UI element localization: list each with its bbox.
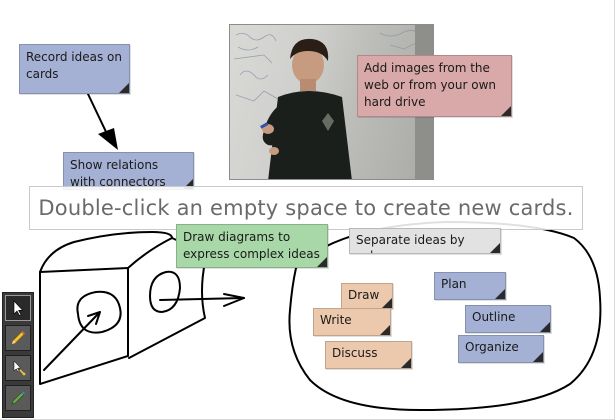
resize-handle[interactable] (490, 243, 500, 253)
card-add-images[interactable]: Add images from the web or from your own… (357, 55, 512, 117)
hint-banner: Double-click an empty space to create ne… (29, 186, 583, 230)
resize-handle[interactable] (317, 257, 327, 267)
resize-handle[interactable] (495, 289, 505, 299)
card-show-relations[interactable]: Show relations with connectors (63, 152, 194, 190)
card-text: Separate ideas by color (356, 233, 465, 253)
resize-handle[interactable] (183, 179, 193, 189)
card-record-ideas[interactable]: Record ideas on cards (19, 44, 130, 94)
resize-handle[interactable] (382, 298, 392, 308)
resize-handle[interactable] (401, 358, 411, 368)
card-organize[interactable]: Organize (458, 335, 544, 363)
card-draw-diagrams[interactable]: Draw diagrams to express complex ideas (176, 224, 328, 268)
card-text: Add images from the web or from your own… (364, 61, 497, 109)
pencil-icon (11, 331, 25, 345)
select-tool-button[interactable] (5, 295, 31, 321)
card-separate-ideas[interactable]: Separate ideas by color (349, 228, 501, 254)
card-text: Plan (441, 277, 467, 291)
card-text: Organize (465, 340, 519, 354)
resize-handle[interactable] (501, 106, 511, 116)
marker-tool-button[interactable] (5, 385, 31, 411)
card-text: Record ideas on cards (26, 50, 122, 81)
card-text: Draw diagrams to express complex ideas (183, 230, 320, 261)
card-text: Show relations with connectors (70, 158, 166, 189)
tool-palette (2, 292, 34, 418)
card-text: Draw (348, 288, 380, 302)
connector-icon (13, 360, 26, 376)
resize-handle[interactable] (380, 325, 390, 335)
card-outline[interactable]: Outline (465, 305, 551, 333)
pencil-tool-button[interactable] (5, 325, 31, 351)
marker-icon (11, 391, 25, 405)
card-discuss[interactable]: Discuss (325, 341, 412, 369)
resize-handle[interactable] (540, 322, 550, 332)
card-text: Outline (472, 310, 516, 324)
connector-tool-button[interactable] (5, 355, 31, 381)
resize-handle[interactable] (533, 352, 543, 362)
card-text: Write (320, 313, 352, 327)
card-draw[interactable]: Draw (341, 283, 393, 309)
card-plan[interactable]: Plan (434, 272, 506, 300)
select-arrow-icon (13, 300, 24, 316)
card-text: Discuss (332, 346, 378, 360)
card-write[interactable]: Write (313, 308, 391, 336)
resize-handle[interactable] (119, 83, 129, 93)
